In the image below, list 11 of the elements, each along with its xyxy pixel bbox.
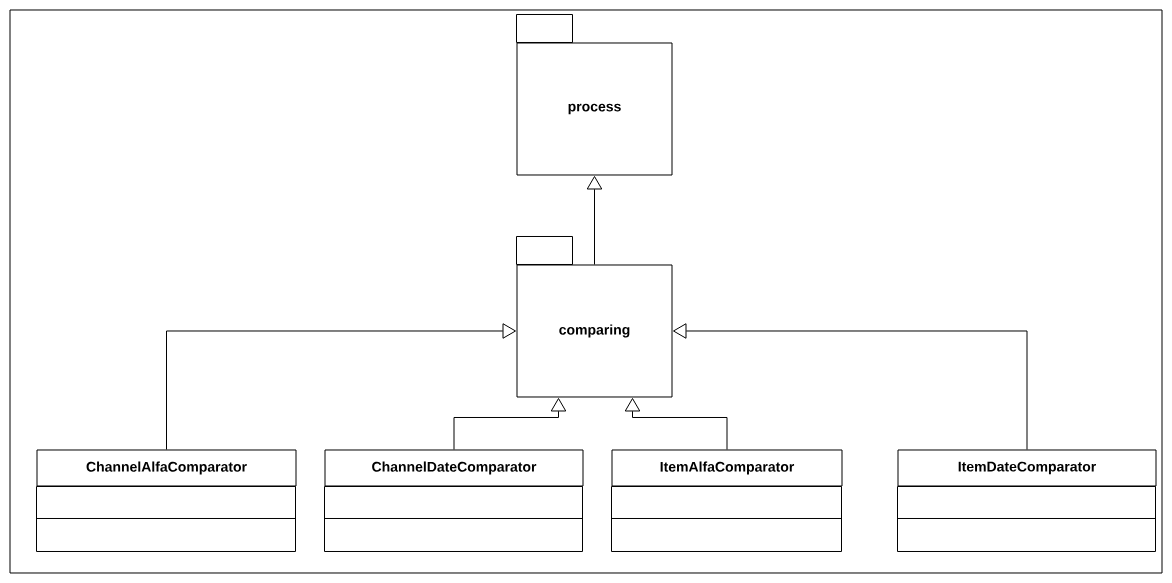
- generalization-arrow: [166, 323, 516, 450]
- generalization-arrow: [624, 398, 728, 450]
- class-box: ItemAlfaComparator: [611, 449, 843, 552]
- generalization-arrow: [586, 176, 603, 265]
- class-box: ChannelAlfaComparator: [36, 449, 297, 552]
- package: process: [516, 14, 673, 176]
- class-box: ItemDateComparator: [897, 449, 1157, 552]
- package: comparing: [516, 236, 673, 398]
- generalization-arrow: [673, 323, 1028, 450]
- generalization-arrow: [453, 398, 567, 450]
- class-box: ChannelDateComparator: [324, 449, 584, 552]
